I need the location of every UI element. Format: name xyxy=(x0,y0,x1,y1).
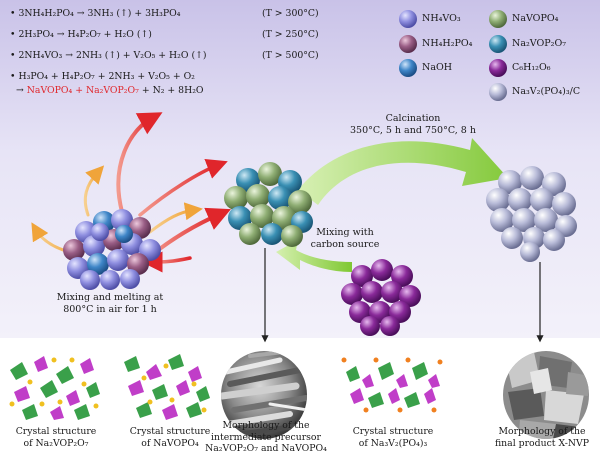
equation-2-condition: (T > 250°C) xyxy=(262,29,319,40)
legend-na2vop2o7: Na₂VOP₂O₇ xyxy=(512,38,567,49)
precursor-mixture-cluster xyxy=(63,209,161,290)
legend-navopo4: NaVOPO₄ xyxy=(512,13,559,24)
sem-final-product xyxy=(503,351,589,439)
intermediate-cluster xyxy=(224,162,313,247)
carbon-source-cluster xyxy=(341,259,421,336)
sem-intermediate-precursor xyxy=(221,351,307,439)
final-product-cluster xyxy=(486,166,577,262)
product-na2vop2o7: Na₂VOP₂O₇ xyxy=(85,85,139,96)
crystal-structure-nvp xyxy=(341,357,443,413)
equation-1: •3NH₄H₂PO₄ → 3NH₃ (↑) + 3H₃PO₄ xyxy=(10,8,181,19)
equation-4-reactants: •H₃PO₄ + H₄P₂O₇ + 2NH₃ + V₂O₅ + O₂ xyxy=(10,71,195,82)
reaction-arrows xyxy=(31,112,231,273)
equation-3-condition: (T > 500°C) xyxy=(262,50,319,61)
equation-2: •2H₃PO₄ → H₄P₂O₇ + H₂O (↑) xyxy=(10,29,152,40)
product-navopo4: NaVOPO₄ xyxy=(26,85,73,96)
crystal-structure-navopo4 xyxy=(124,354,210,420)
legend-nh4vo3: NH₄VO₃ xyxy=(422,13,461,24)
carbon-source-arrow xyxy=(276,240,352,272)
legend-nvp-carbon: Na₃V₂(PO₄)₃/C xyxy=(512,86,581,97)
equation-4-products: → NaVOPO₄ + Na₂VOP₂O₇ + N₂ + 8H₂O xyxy=(16,85,204,96)
crystal-structure-na2vop2o7 xyxy=(9,356,100,420)
calcination-arrow xyxy=(298,138,508,205)
equation-1-condition: (T > 300°C) xyxy=(262,8,319,19)
legend-swatches xyxy=(399,10,507,101)
legend-glucose: C₆H₁₂O₆ xyxy=(512,62,551,73)
legend-nh4h2po4: NH₄H₂PO₄ xyxy=(422,38,473,49)
equation-3: •2NH₄VO₃ → 2NH₃ (↑) + V₂O₅ + H₂O (↑) xyxy=(10,50,207,61)
legend-naoh: NaOH xyxy=(422,62,453,73)
